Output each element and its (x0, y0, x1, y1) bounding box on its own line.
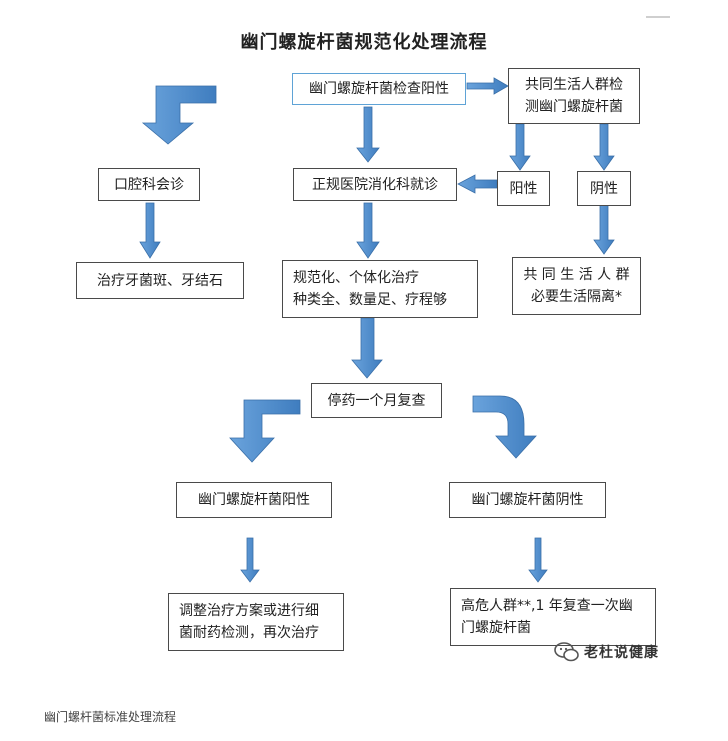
node-adjust-treatment: 调整治疗方案或进行细 菌耐药检测，再次治疗 (168, 593, 344, 651)
arrow-check-to-gastro (356, 106, 380, 163)
arrow-cohabit-to-neg (593, 123, 615, 171)
node-oral-consult: 口腔科会诊 (98, 168, 200, 201)
node-cohabit-check: 共同生活人群检 测幽门螺旋杆菌 (508, 68, 640, 124)
node-isolation: 共 同 生 活 人 群 必要生活隔离* (512, 257, 641, 315)
arrow-gastro-to-standard (356, 202, 380, 259)
node-negative: 阴性 (577, 171, 631, 206)
caption: 幽门螺杆菌标准处理流程 (44, 710, 177, 724)
arrow-hp-neg-to-high-risk (528, 537, 548, 583)
arrow-oral-to-plaque (139, 202, 161, 259)
diagram-title: 幽门螺旋杆菌规范化处理流程 (240, 32, 488, 53)
top-rule (646, 16, 670, 18)
node-hp-negative: 幽门螺旋杆菌阴性 (449, 482, 606, 518)
arrow-pos-to-gastro (457, 174, 498, 194)
elbow-arrow-oral (141, 85, 217, 145)
arrow-neg-to-isolate (593, 204, 615, 255)
watermark: 老杜说健康 (554, 641, 659, 663)
elbow-arrow-hp-pos (229, 399, 301, 463)
arrow-standard-to-stop (351, 317, 383, 379)
arrow-hp-pos-to-adjust (240, 537, 260, 583)
watermark-text: 老杜说健康 (584, 645, 659, 661)
node-positive: 阳性 (497, 171, 550, 206)
arrow-cohabit-to-pos (509, 123, 531, 171)
node-plaque-treatment: 治疗牙菌斑、牙结石 (76, 262, 244, 299)
arrow-check-to-cohabit (466, 77, 509, 95)
node-stop-recheck: 停药一个月复查 (311, 383, 442, 418)
wechat-icon (554, 642, 579, 662)
curved-arrow-hp-neg (472, 395, 537, 459)
node-high-risk: 高危人群**,1 年复查一次幽 门螺旋杆菌 (450, 588, 656, 646)
node-check-positive: 幽门螺旋杆菌检查阳性 (292, 73, 466, 105)
node-standard-treatment: 规范化、个体化治疗 种类全、数量足、疗程够 (282, 260, 478, 318)
node-gastro-visit: 正规医院消化科就诊 (293, 168, 457, 201)
node-hp-positive: 幽门螺旋杆菌阳性 (176, 482, 332, 518)
